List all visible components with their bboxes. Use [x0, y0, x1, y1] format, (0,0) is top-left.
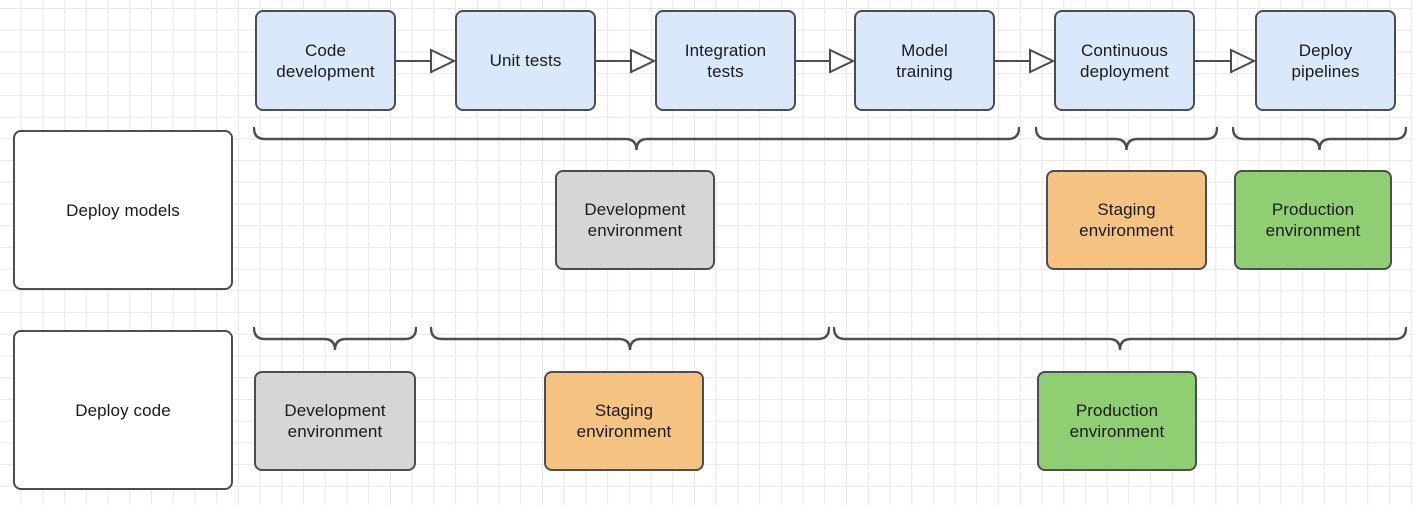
pipeline-step-6[interactable]: Deploy pipelines	[1255, 10, 1396, 111]
pipeline-connector-5	[1195, 47, 1257, 75]
env-box-label: Development environment	[284, 401, 386, 441]
env-box-deploy-models-development[interactable]: Development environment	[555, 170, 715, 270]
pipeline-step-3[interactable]: Integration tests	[655, 10, 796, 111]
env-box-deploy-models-production[interactable]: Production environment	[1234, 170, 1392, 270]
lane-box-deploy-code: Deploy code	[13, 330, 233, 490]
env-box-label: Production environment	[1069, 401, 1165, 441]
lane-label: Deploy code	[75, 400, 171, 420]
brace-models-production	[1231, 126, 1408, 152]
pipeline-connector-1	[396, 47, 457, 75]
env-box-label: Development environment	[584, 200, 686, 240]
pipeline-step-label: Unit tests	[489, 51, 562, 70]
brace-code-development	[252, 326, 418, 352]
brace-code-production	[832, 326, 1408, 352]
env-box-deploy-code-production[interactable]: Production environment	[1037, 371, 1197, 471]
pipeline-step-4[interactable]: Model training	[854, 10, 995, 111]
env-box-label: Staging environment	[576, 401, 672, 441]
lane-box-deploy-models: Deploy models	[13, 130, 233, 290]
pipeline-connector-4	[995, 47, 1056, 75]
pipeline-step-label: Model training	[896, 40, 953, 81]
env-box-deploy-models-staging[interactable]: Staging environment	[1046, 170, 1207, 270]
env-box-deploy-code-development[interactable]: Development environment	[254, 371, 416, 471]
lane-label: Deploy models	[66, 200, 180, 220]
pipeline-step-label: Deploy pipelines	[1291, 40, 1360, 81]
env-box-label: Staging environment	[1079, 200, 1174, 240]
pipeline-step-5[interactable]: Continuous deployment	[1054, 10, 1195, 111]
env-box-label: Production environment	[1265, 200, 1361, 240]
pipeline-step-label: Integration tests	[684, 40, 767, 81]
pipeline-connector-3	[796, 47, 856, 75]
pipeline-step-2[interactable]: Unit tests	[455, 10, 596, 111]
pipeline-step-label: Continuous deployment	[1080, 40, 1169, 81]
pipeline-step-1[interactable]: Code development	[255, 10, 396, 111]
brace-models-staging	[1034, 126, 1219, 152]
pipeline-step-label: Code development	[276, 40, 375, 81]
pipeline-connector-2	[596, 47, 657, 75]
env-box-deploy-code-staging[interactable]: Staging environment	[544, 371, 704, 471]
brace-code-staging	[429, 326, 831, 352]
brace-models-development	[252, 126, 1021, 152]
